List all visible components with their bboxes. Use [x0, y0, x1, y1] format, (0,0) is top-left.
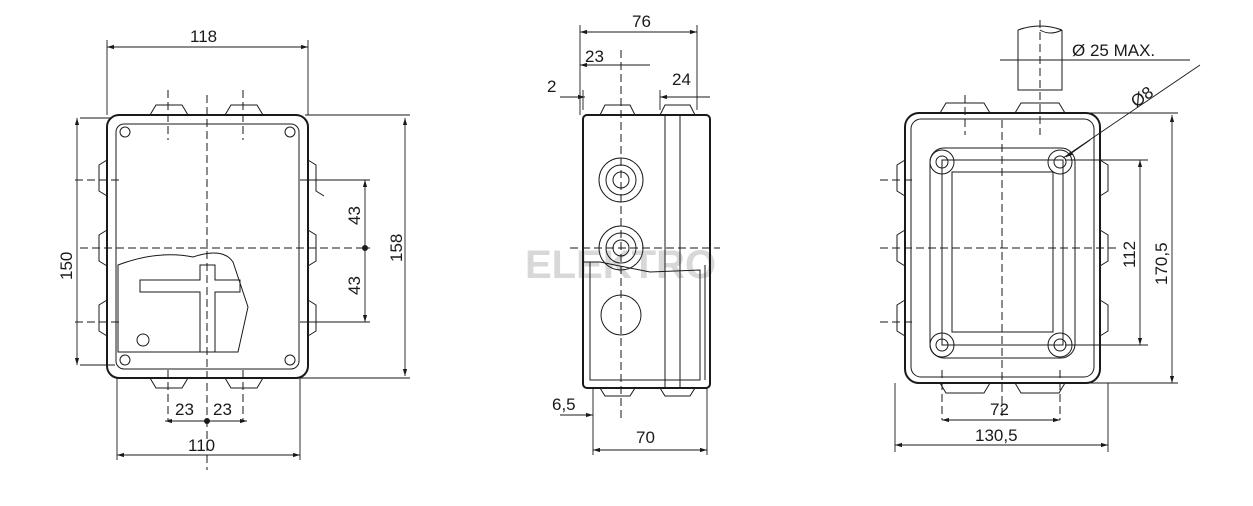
dim-depth-total: 76 — [632, 12, 651, 31]
dim-lid: 24 — [672, 70, 691, 89]
dim-hole-spacing-x: 72 — [990, 400, 1009, 419]
dim-width: 118 — [190, 27, 217, 46]
dim-offset-lower: 43 — [345, 276, 364, 295]
dim-height: 170,5 — [1152, 242, 1171, 285]
back-view: Ø 25 MAX. Ø8 112 170,5 72 130,5 — [880, 20, 1201, 452]
dim-bottom-width: 110 — [188, 436, 215, 455]
dim-body-depth: 70 — [636, 428, 655, 447]
dim-gland-right: 23 — [213, 400, 232, 419]
dim-hole-spacing-y: 112 — [1120, 241, 1139, 268]
dim-wall: 2 — [547, 77, 556, 96]
side-view: 76 23 2 24 6,5 70 — [547, 12, 720, 455]
dim-height-inner: 150 — [57, 252, 76, 280]
dim-offset-upper: 43 — [345, 206, 364, 225]
dim-gland-offset: 23 — [585, 47, 604, 66]
dim-cable-diameter: Ø 25 MAX. — [1072, 41, 1155, 60]
dim-width: 130,5 — [975, 426, 1018, 445]
dim-hole-diameter: Ø8 — [1127, 83, 1156, 112]
dim-height-total: 158 — [387, 234, 406, 262]
dim-base-offset: 6,5 — [552, 395, 576, 414]
dim-gland-left: 23 — [175, 400, 194, 419]
front-view: 118 158 150 43 43 23 23 110 — [57, 27, 410, 470]
